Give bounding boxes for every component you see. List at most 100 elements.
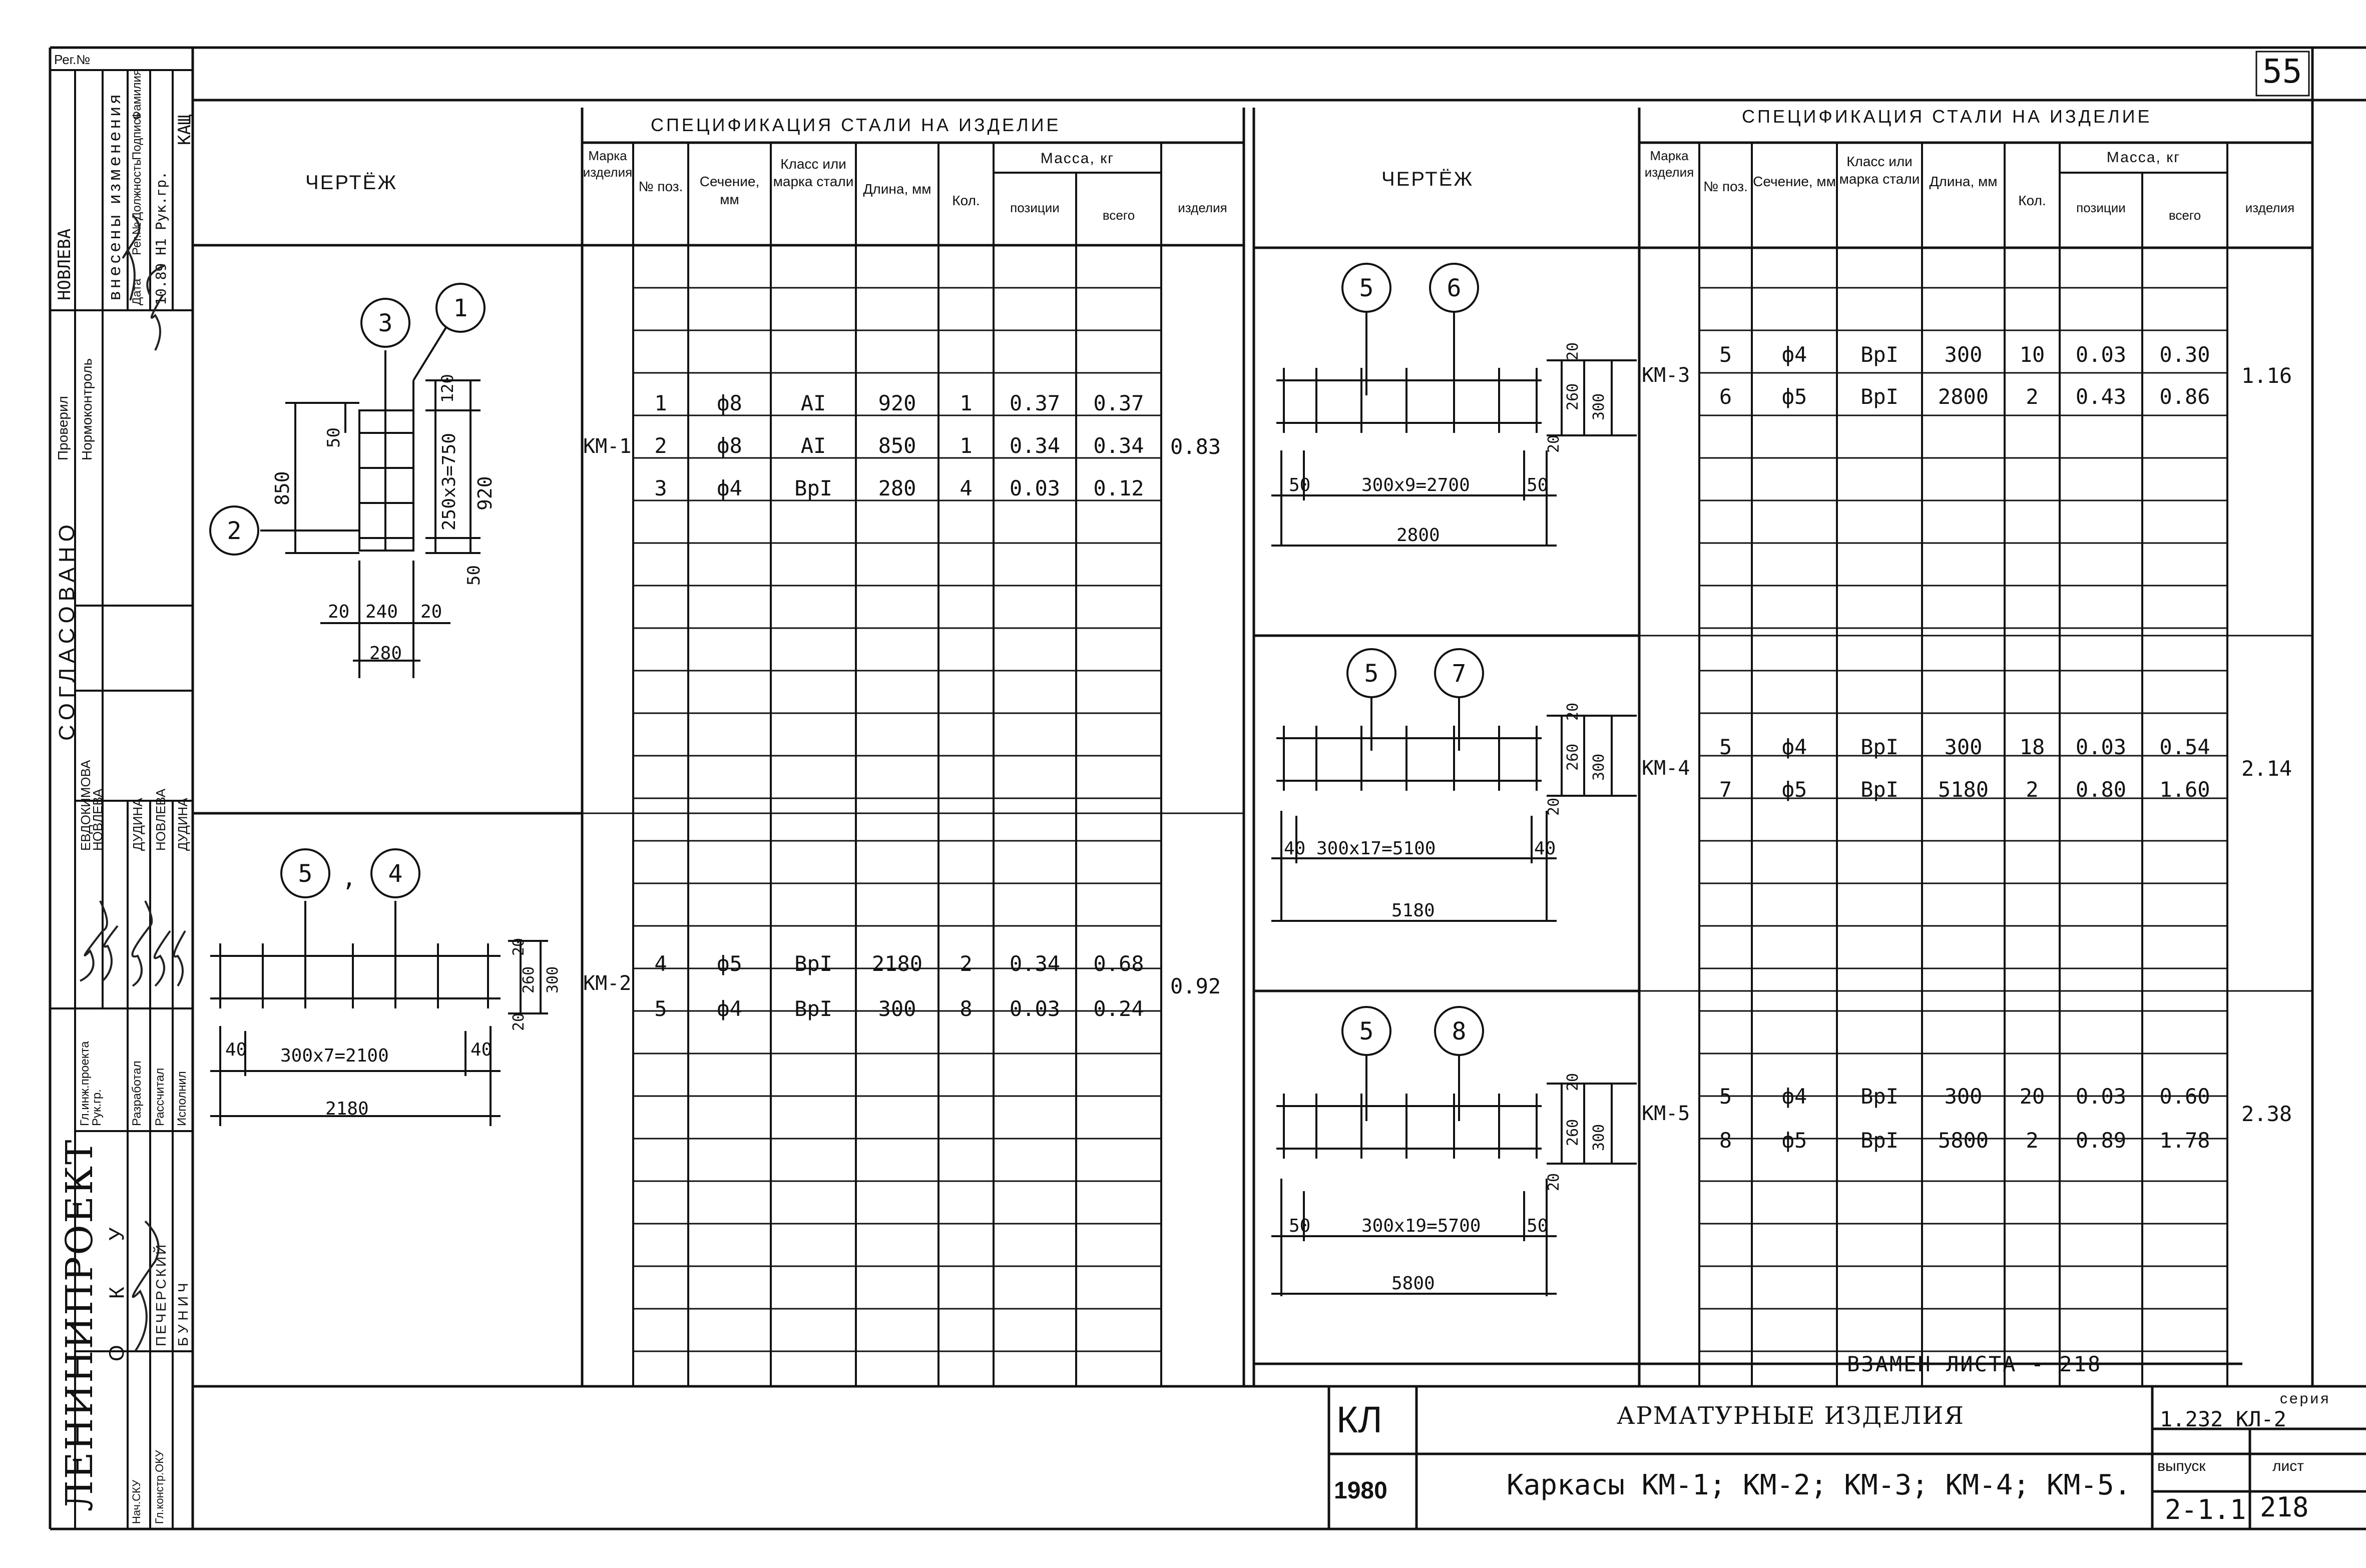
dim-total: 2180 [325,1099,369,1119]
callout-5: 5 [1359,274,1374,302]
cell-length: 2800 [1938,384,1989,409]
dim-mid: 300х19=5700 [1361,1216,1481,1236]
callout-5: 5 [1364,660,1379,688]
cell-mass-total: 0.68 [1093,951,1144,976]
cell-mass-total: 0.37 [1093,391,1144,415]
cell-section: ф4 [717,996,742,1021]
dim-h20a: 20 [1564,1073,1582,1091]
cell-mass-total: 1.78 [2159,1128,2210,1153]
cell-pos: 4 [654,951,667,976]
cell-mass-pos: 0.03 [1009,476,1061,500]
callout-2: 2 [227,517,242,545]
cell-pos: 5 [654,996,667,1021]
cell-length: 300 [878,996,916,1021]
dim-left: 40 [1284,838,1306,859]
cell-class: ВрI [1860,1084,1899,1109]
signatures [75,70,193,1529]
dim-50b: 50 [464,565,484,586]
cell-length: 5800 [1938,1128,1989,1153]
cell-pos: 5 [1719,1084,1732,1109]
dim-h300: 300 [1590,1124,1608,1151]
cell-qty: 2 [2026,777,2039,802]
cell-pos: 3 [654,476,667,500]
dim-h260: 260 [1564,383,1582,410]
cell-mass-pos: 0.03 [2075,342,2127,367]
cell-length: 280 [878,476,916,500]
dim-h260: 260 [520,966,538,993]
cell-length: 920 [878,391,916,415]
callout-circle [1435,1007,1483,1055]
cell-qty: 2 [960,951,973,976]
cell-mass-pos: 0.80 [2075,777,2127,802]
callout-circle [1342,1007,1390,1055]
right-hdr-length: Длина, мм [1929,174,1998,189]
cell-class: ВрI [1860,735,1899,759]
cell-qty: 20 [2019,1084,2045,1109]
cell-class: ВрI [1860,1128,1899,1153]
dim-h20b: 20 [1545,1173,1563,1191]
sheet-number-box [2255,50,2312,98]
cell-pos: 2 [654,433,667,458]
cell-length: 850 [878,433,916,458]
dim-280: 280 [369,643,402,664]
km3-item-mass: 1.16 [2241,363,2292,388]
cell-length: 300 [1944,1084,1983,1109]
dim-right: 40 [470,1039,493,1060]
cell-qty: 2 [2026,1128,2039,1153]
callout-separator: , [342,864,356,892]
callout-circle [371,849,419,897]
right-hdr-mass: Масса, кг [2106,149,2181,166]
issue-value: 2-1.1 [2165,1494,2246,1525]
left-hdr-qty: Кол. [952,193,980,208]
cell-qty: 10 [2019,342,2045,367]
left-hdr-mass-total: всего [1102,208,1135,223]
dim-mid: 300х7=2100 [280,1046,389,1066]
dim-920: 920 [474,476,496,510]
cell-mass-pos: 0.43 [2075,384,2127,409]
km4-item-mass: 2.14 [2241,756,2292,781]
left-hdr-mark: Марка изделия [583,148,633,180]
org-code: КЛ [1336,1399,1382,1440]
cell-mass-pos: 0.03 [2075,1084,2127,1109]
cell-pos: 6 [1719,384,1732,409]
dim-240: 240 [365,602,398,622]
callout-8: 8 [1452,1017,1467,1046]
dim-h300: 300 [544,966,562,993]
dim-h20b: 20 [1545,434,1563,453]
callout-circle [1342,264,1390,312]
left-spec-title: СПЕЦИФИКАЦИЯ СТАЛИ НА ИЗДЕЛИЕ [651,115,1061,135]
cell-section: ф5 [1781,777,1807,802]
dim-h260: 260 [1564,1119,1582,1146]
year: 1980 [1334,1477,1387,1504]
dim-total: 5800 [1391,1273,1435,1294]
cell-qty: 1 [960,391,973,415]
dim-h300: 300 [1590,393,1608,420]
issue-label: выпуск [2157,1458,2206,1474]
cell-pos: 5 [1719,342,1732,367]
cell-mass-total: 1.60 [2159,777,2210,802]
cell-mass-total: 0.34 [1093,433,1144,458]
dim-inner: 250х3=750 [439,432,459,531]
dim-total: 5180 [1391,900,1435,921]
cell-section: ф4 [717,476,742,500]
callout-6: 6 [1447,274,1462,302]
cell-mass-total: 0.30 [2159,342,2210,367]
callout-4: 4 [388,860,403,888]
cell-mass-pos: 0.89 [2075,1128,2127,1153]
cell-class: ВрI [1860,342,1899,367]
right-drawing-label: ЧЕРТЁЖ [1381,168,1474,190]
right-hdr-section: Сечение, мм [1753,174,1836,189]
callout-1: 1 [453,294,468,322]
cell-section: ф4 [1781,342,1807,367]
km4-mark: КМ-4 [1642,757,1690,780]
dim-h300: 300 [1590,753,1608,781]
left-hdr-section: Сечение, мм [699,174,760,208]
cell-class: ВрI [794,951,832,976]
dim-right: 50 [1527,1216,1549,1236]
cell-section: ф5 [1781,384,1807,409]
sheet-corner-number: 55 [2262,52,2302,91]
dim-right: 40 [1534,838,1556,859]
cell-mass-pos: 0.03 [2075,735,2127,759]
